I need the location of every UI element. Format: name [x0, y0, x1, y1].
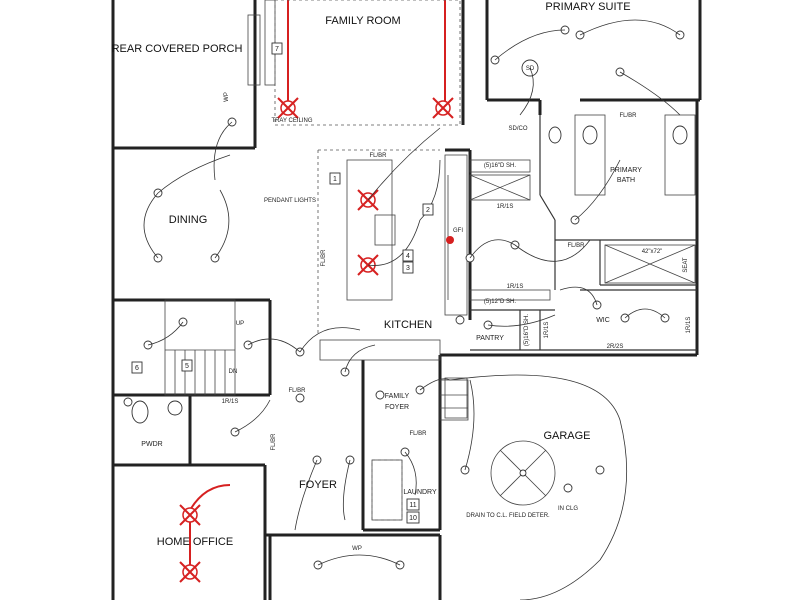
note-1r1s-top: 1R/1S [497, 204, 514, 210]
note-sh-12: (5)12"D SH. [484, 299, 516, 305]
key-label: 5 [185, 363, 189, 370]
note-1r1s-pwdr: 1R/1S [222, 399, 239, 405]
room-label-kitchen: KITCHEN [384, 319, 432, 331]
room-label-family-room: FAMILY ROOM [325, 15, 400, 27]
key-label: 4 [406, 253, 410, 260]
note-2r2s: 2R/2S [607, 344, 624, 350]
note-dn: DN [229, 369, 238, 375]
ceiling-light-icon [595, 465, 605, 475]
red-light-icon [432, 97, 454, 119]
room-label-dining: DINING [169, 214, 208, 226]
room-label-primary-bath-2: BATH [617, 177, 635, 184]
room-label-primary-suite: PRIMARY SUITE [545, 1, 630, 13]
room-label-wic: WIC [596, 317, 610, 324]
note-fl-br-bath: FL/BR [619, 113, 637, 119]
note-sh-16-top: (5)16"D SH. [484, 163, 516, 169]
note-shower: 42"x72" [642, 249, 663, 255]
note-1r1s-mid: 1R/1S [507, 284, 524, 290]
note-fl-br-foyer: FL/BR [288, 388, 306, 394]
room-label-foyer: FOYER [299, 479, 337, 491]
key-label: 1 [333, 176, 337, 183]
room-label-family-foyer-2: FOYER [385, 404, 409, 411]
note-tray-ceiling: TRAY CEILING [271, 118, 312, 124]
key-boxes: 1 2 3 4 5 6 7 10 11 [131, 42, 434, 524]
key-label: 6 [135, 365, 139, 372]
room-label-pwdr: PWDR [141, 441, 162, 448]
note-sdco: SD/CO [508, 126, 527, 132]
ceiling-light-icon [375, 390, 385, 400]
switch-wiring [143, 19, 681, 600]
key-label: 7 [275, 46, 279, 53]
note-pendant-lights: PENDANT LIGHTS [264, 198, 316, 204]
note-in-clg: IN CLG [558, 506, 578, 512]
note-fl-br-wic: FL/BR [567, 243, 585, 249]
ceiling-light-icon [123, 397, 133, 407]
note-fl-br-laundry: FL/BR [409, 431, 427, 437]
note-wp-front: WP [352, 546, 362, 552]
note-wp-porch: WP [224, 92, 230, 102]
note-up: UP [236, 321, 244, 327]
tray-ceiling-wiring [189, 0, 461, 575]
ceiling-light-icon [295, 393, 305, 403]
fixtures [131, 0, 696, 521]
note-seat: SEAT [683, 257, 689, 273]
ceiling-light-icon [455, 315, 465, 325]
note-1r1s-pantry: 1R/1S [544, 322, 550, 339]
gfi-outlet-icon [446, 236, 454, 244]
note-sd: SD [526, 66, 535, 72]
note-1r1s-wic: 1R/1S [686, 317, 692, 334]
room-labels: FAMILY ROOM PRIMARY SUITE REAR COVERED P… [112, 1, 643, 548]
plan-notes: TRAY CEILING PENDANT LIGHTS FL/BR FL/BR … [222, 66, 692, 552]
note-fl-br-family-foyer: FL/BR [271, 433, 277, 451]
red-light-icon [179, 504, 201, 526]
room-label-laundry: LAUNDRY [403, 489, 437, 496]
note-sh-16-pantry: (5)16"D SH. [524, 314, 530, 346]
key-label: 2 [426, 207, 430, 214]
note-drain: DRAIN TO C.L. FIELD DETER. [466, 513, 550, 519]
note-fl-br-left: FL/BR [321, 249, 327, 267]
ceiling-light-icon [563, 483, 573, 493]
key-label: 11 [409, 502, 416, 509]
room-label-primary-bath: PRIMARY [610, 167, 642, 174]
room-label-garage: GARAGE [543, 430, 590, 442]
key-label: 3 [406, 265, 410, 272]
room-label-rear-covered-porch: REAR COVERED PORCH [112, 43, 243, 55]
note-gfi: GFI [453, 228, 463, 234]
red-light-icon [179, 561, 201, 583]
light-fixtures [123, 25, 685, 583]
room-label-home-office: HOME OFFICE [157, 536, 233, 548]
room-label-pantry: PANTRY [476, 335, 504, 342]
room-label-family-foyer-1: FAMILY [385, 393, 410, 400]
note-fl-br-kitchen: FL/BR [369, 153, 387, 159]
key-label: 10 [409, 515, 417, 522]
red-light-icon [277, 97, 299, 119]
